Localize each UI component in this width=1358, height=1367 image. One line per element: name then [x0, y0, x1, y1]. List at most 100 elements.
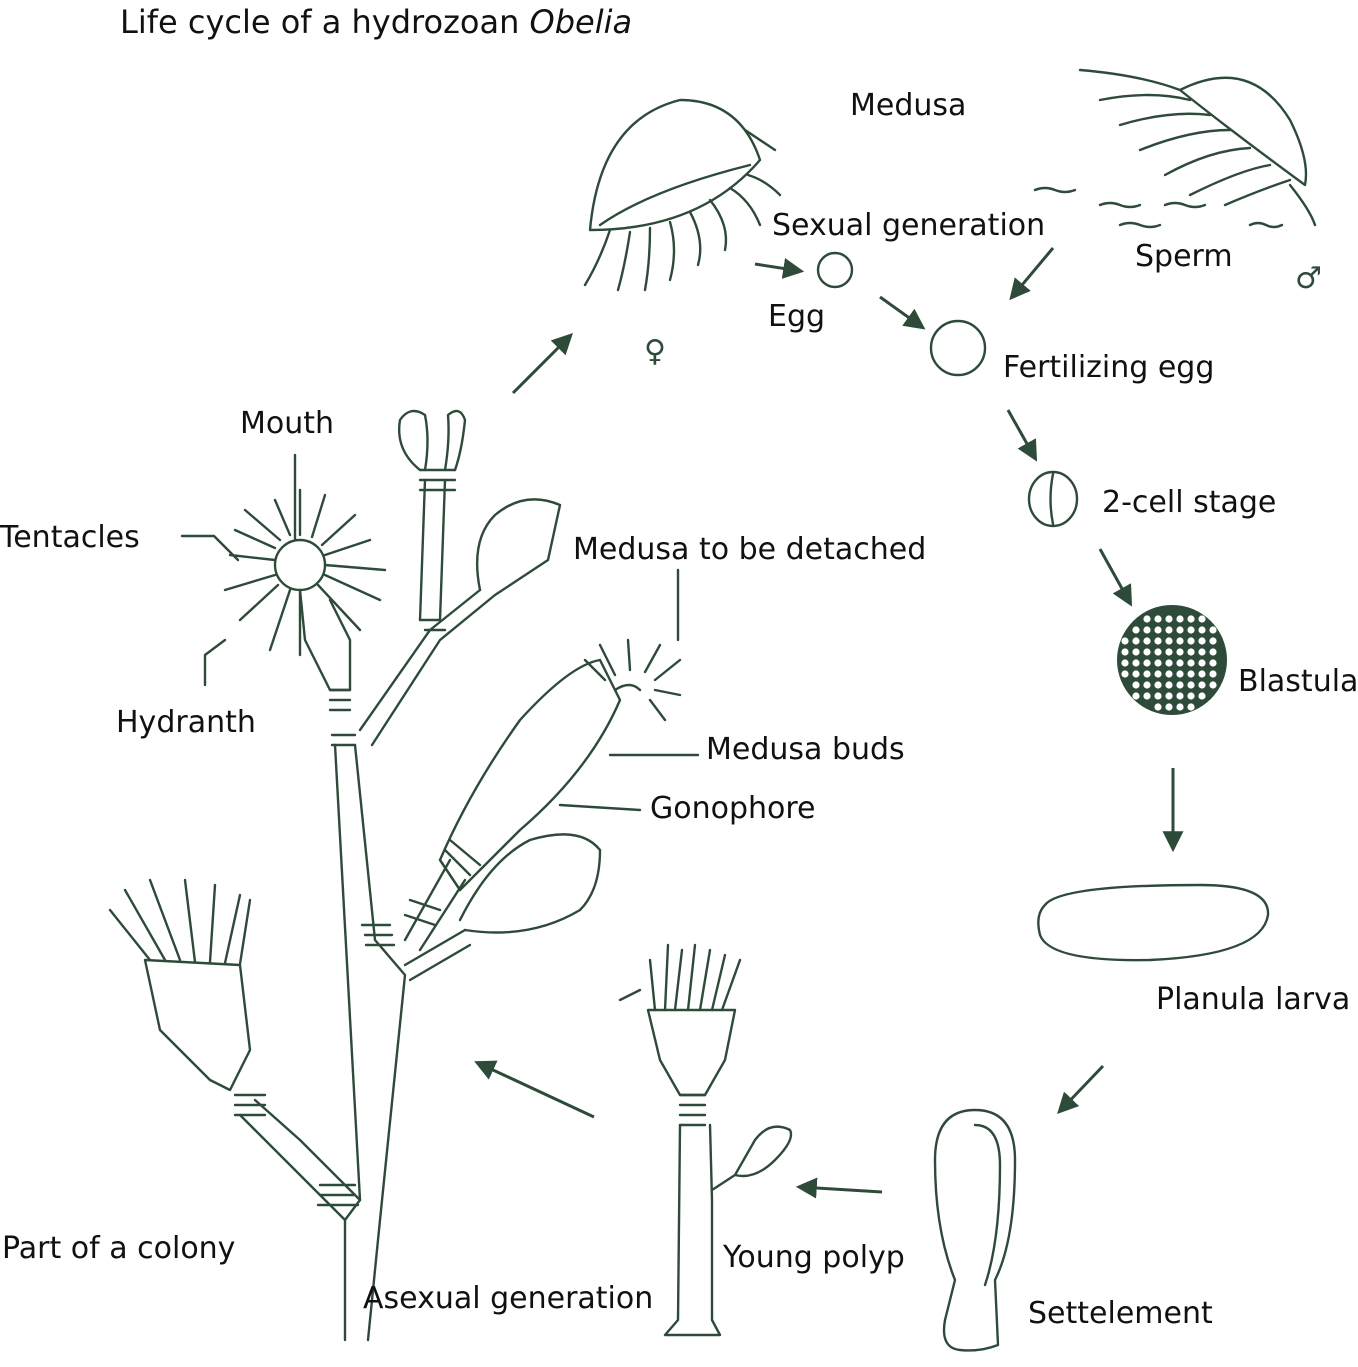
- blastula-cell: [1176, 648, 1184, 656]
- label-gonophore: Gonophore: [650, 791, 816, 826]
- blastula-cell: [1198, 637, 1206, 645]
- arrow-settlement-to-young-polyp: [795, 1177, 883, 1199]
- blastula-cell: [1121, 648, 1129, 656]
- arrow-fertilizing-to-2cell: [1006, 409, 1038, 462]
- blastula-cell: [1154, 637, 1162, 645]
- blastula-cell: [1187, 703, 1195, 711]
- blastula-cell: [1198, 626, 1206, 634]
- label-medusa: Medusa: [850, 88, 967, 123]
- egg-illustration: [816, 251, 854, 289]
- arrow-colony-to-female-medusa: [511, 333, 573, 395]
- blastula-cell: [1198, 681, 1206, 689]
- blastula-cell: [1187, 692, 1195, 700]
- blastula-illustration: [1117, 605, 1227, 715]
- blastula-cell: [1165, 681, 1173, 689]
- label-sexual-generation: Sexual generation: [772, 208, 1046, 243]
- blastula-cell: [1187, 681, 1195, 689]
- blastula-cell: [1176, 681, 1184, 689]
- blastula-cell: [1154, 681, 1162, 689]
- blastula-cell: [1132, 626, 1140, 634]
- label-mouth: Mouth: [240, 406, 335, 441]
- label-part-of-colony: Part of a colony: [2, 1231, 236, 1266]
- label-tentacles: Tentacles: [0, 520, 140, 555]
- blastula-cell: [1132, 692, 1140, 700]
- blastula-cell: [1198, 615, 1206, 623]
- label-asexual-generation: Asexual generation: [363, 1281, 654, 1316]
- label-medusa-buds: Medusa buds: [706, 732, 905, 767]
- arrow-female-to-egg: [754, 258, 805, 279]
- label-blastula: Blastula: [1238, 664, 1358, 699]
- settlement-illustration: [933, 1108, 1017, 1352]
- blastula-cell: [1198, 692, 1206, 700]
- blastula-cell: [1165, 626, 1173, 634]
- blastula-cell: [1143, 692, 1151, 700]
- blastula-cell: [1143, 626, 1151, 634]
- blastula-cell: [1154, 615, 1162, 623]
- blastula-cell: [1209, 659, 1217, 667]
- blastula-cell: [1198, 670, 1206, 678]
- leader-lines: [180, 453, 700, 812]
- blastula-cell: [1165, 659, 1173, 667]
- blastula-cell: [1165, 703, 1173, 711]
- arrow-young-polyp-to-colony: [474, 1060, 595, 1119]
- blastula-cell: [1198, 648, 1206, 656]
- blastula-cell: [1143, 670, 1151, 678]
- diagram-title: Life cycle of a hydrozoan Obelia: [120, 6, 632, 38]
- label-two-cell-stage: 2-cell stage: [1102, 485, 1277, 520]
- blastula-cell: [1209, 637, 1217, 645]
- blastula-cell: [1176, 615, 1184, 623]
- blastula-cell: [1176, 670, 1184, 678]
- arrow-egg-to-fertilizing-egg: [879, 295, 926, 330]
- young-polyp-illustration: [618, 943, 793, 1337]
- blastula-cell: [1154, 659, 1162, 667]
- blastula-cell: [1187, 648, 1195, 656]
- arrow-sperm-to-fertilizing-egg: [1009, 247, 1055, 301]
- blastula-cell: [1209, 648, 1217, 656]
- blastula-cell: [1154, 692, 1162, 700]
- blastula-cell: [1154, 648, 1162, 656]
- two-cell-illustration: [1027, 470, 1079, 528]
- blastula-cell: [1121, 637, 1129, 645]
- blastula-cell: [1143, 659, 1151, 667]
- label-young-polyp: Young polyp: [723, 1240, 905, 1275]
- blastula-cell: [1165, 637, 1173, 645]
- blastula-cell: [1176, 659, 1184, 667]
- label-planula-larva: Planula larva: [1156, 982, 1351, 1017]
- blastula-cell: [1187, 659, 1195, 667]
- blastula-cell: [1176, 692, 1184, 700]
- male-symbol: ♂: [1295, 261, 1322, 296]
- blastula-cell: [1187, 615, 1195, 623]
- label-egg: Egg: [768, 299, 826, 334]
- blastula-cell: [1143, 637, 1151, 645]
- blastula-cell: [1132, 637, 1140, 645]
- label-sperm: Sperm: [1135, 239, 1233, 274]
- blastula-cell: [1143, 648, 1151, 656]
- sperm-illustration: [1033, 186, 1284, 229]
- blastula-cell: [1176, 626, 1184, 634]
- arrow-planula-to-settlement: [1057, 1064, 1105, 1115]
- blastula-cell: [1165, 615, 1173, 623]
- label-fertilizing-egg: Fertilizing egg: [1003, 350, 1215, 385]
- blastula-cell: [1165, 648, 1173, 656]
- blastula-cell: [1143, 615, 1151, 623]
- blastula-cell: [1209, 670, 1217, 678]
- blastula-cell: [1154, 626, 1162, 634]
- fertilizing-egg-illustration: [929, 319, 987, 377]
- blastula-cell: [1165, 670, 1173, 678]
- colony-illustration: [108, 409, 682, 1342]
- cycle-arrows: [474, 247, 1184, 1199]
- blastula-cell: [1143, 681, 1151, 689]
- blastula-cell: [1187, 670, 1195, 678]
- blastula-cell: [1176, 637, 1184, 645]
- blastula-cell: [1121, 670, 1129, 678]
- title-main: Life cycle of a hydrozoan: [120, 3, 530, 41]
- blastula-cell: [1176, 703, 1184, 711]
- blastula-cell: [1132, 659, 1140, 667]
- label-settlement: Settelement: [1028, 1296, 1213, 1331]
- blastula-cell: [1165, 692, 1173, 700]
- blastula-cell: [1132, 648, 1140, 656]
- blastula-cell: [1121, 659, 1129, 667]
- female-symbol: ♀: [644, 334, 666, 369]
- blastula-cell: [1132, 681, 1140, 689]
